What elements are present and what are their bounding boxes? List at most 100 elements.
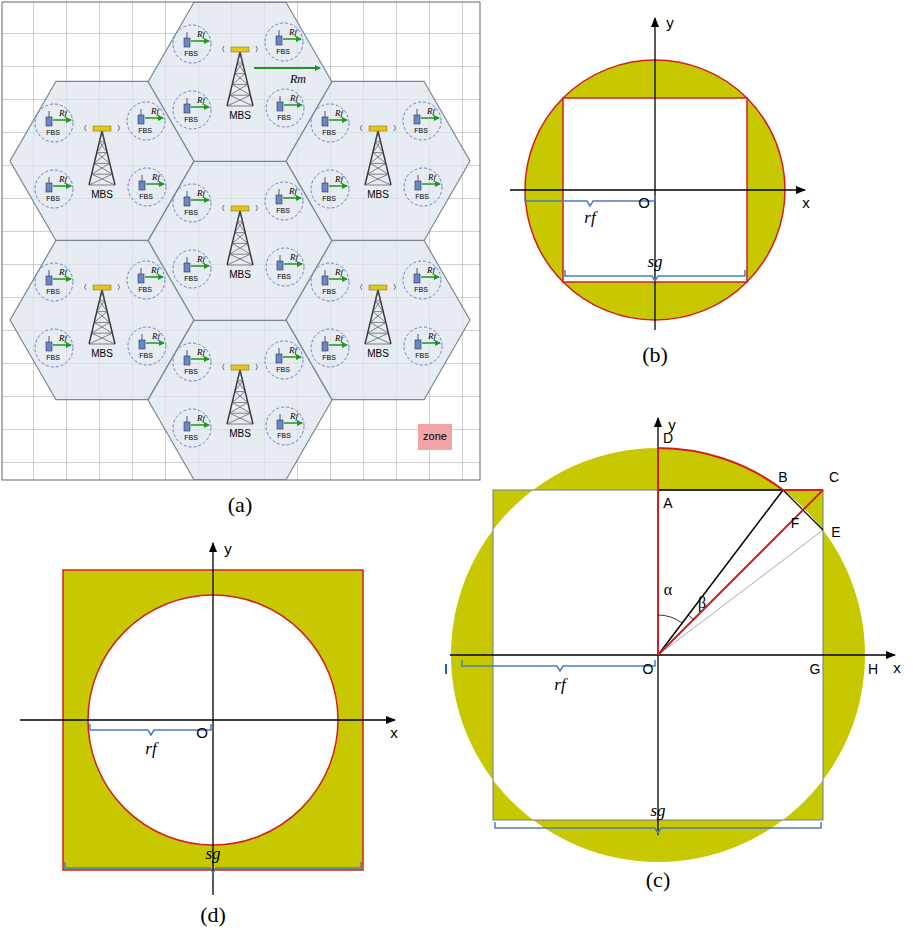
icon-stroke bbox=[232, 243, 250, 254]
axis-label: sg bbox=[647, 253, 662, 270]
icon-stroke bbox=[97, 152, 107, 153]
icon-stroke bbox=[187, 32, 188, 38]
icon-stroke bbox=[373, 311, 383, 312]
icon-stroke bbox=[102, 131, 115, 185]
fbs-icon bbox=[127, 261, 165, 299]
fbs-icon bbox=[265, 182, 303, 220]
icon-stroke bbox=[146, 342, 164, 344]
icon-stroke bbox=[227, 424, 253, 425]
station-label: FBS bbox=[322, 288, 336, 295]
icon-stroke bbox=[266, 89, 304, 127]
icon-stroke bbox=[230, 254, 253, 265]
panel-a-background bbox=[2, 2, 480, 480]
icon-stroke bbox=[128, 168, 166, 206]
fbs-icon bbox=[404, 327, 442, 365]
icon-stroke bbox=[365, 290, 378, 344]
mbs-tower bbox=[85, 125, 120, 185]
icon-stroke bbox=[373, 152, 383, 153]
icon-stroke bbox=[173, 409, 211, 447]
axis-label: Rf bbox=[335, 109, 343, 118]
station-label: FBS bbox=[139, 352, 153, 359]
axis-label: sg bbox=[650, 802, 665, 819]
station-label: FBS bbox=[46, 354, 60, 361]
icon-stroke bbox=[139, 340, 145, 349]
axis-label: Rf bbox=[335, 268, 343, 277]
icon-stroke bbox=[414, 274, 420, 283]
icon-stroke bbox=[266, 407, 304, 445]
icon-stroke bbox=[370, 322, 388, 333]
axis-label: Rf bbox=[197, 189, 205, 198]
axis-label: Rf bbox=[289, 346, 297, 355]
axis-label: C bbox=[829, 470, 839, 484]
icon-stroke bbox=[127, 102, 165, 140]
icon-stroke bbox=[265, 182, 303, 220]
station-label: FBS bbox=[184, 50, 198, 57]
station-label: MBS bbox=[229, 429, 251, 439]
icon-stroke bbox=[232, 84, 248, 85]
station-label: MBS bbox=[367, 349, 389, 359]
icon-stroke bbox=[373, 153, 386, 164]
fbs-icon bbox=[173, 250, 211, 288]
icon-stroke bbox=[311, 263, 349, 301]
icon-stroke bbox=[191, 424, 209, 426]
axis-label: Rm bbox=[290, 73, 306, 85]
panel-label: (d) bbox=[200, 904, 226, 926]
panel-label: (c) bbox=[646, 869, 670, 891]
icon-stroke bbox=[46, 342, 52, 351]
axis-label: Rf bbox=[197, 414, 205, 423]
icon-stroke bbox=[311, 170, 349, 208]
icon-stroke bbox=[279, 189, 280, 195]
icon-stroke bbox=[53, 185, 71, 187]
icon-stroke bbox=[235, 63, 243, 74]
icon-stroke bbox=[237, 52, 240, 63]
icon-stroke bbox=[325, 177, 326, 183]
fbs-icon bbox=[173, 91, 211, 129]
station-label: FBS bbox=[276, 207, 290, 214]
axis-label: Rf bbox=[59, 334, 67, 343]
axis-label: x bbox=[802, 195, 810, 210]
icon-stroke bbox=[361, 284, 396, 290]
station-label: FBS bbox=[46, 195, 60, 202]
axis-label: Rf bbox=[290, 253, 298, 262]
axis-label: rf bbox=[584, 209, 595, 226]
icon-stroke bbox=[94, 153, 107, 164]
icon-stroke bbox=[368, 163, 386, 174]
fbs-icon bbox=[311, 329, 349, 367]
icon-stroke bbox=[361, 125, 396, 131]
icon-stroke bbox=[127, 261, 165, 299]
icon-stroke bbox=[325, 270, 326, 276]
icon-stroke bbox=[99, 131, 102, 142]
fbs-icon bbox=[311, 104, 349, 142]
axis-label: H bbox=[868, 662, 878, 676]
icon-stroke bbox=[417, 268, 418, 274]
icon-stroke bbox=[415, 340, 421, 349]
axis-label: Rf bbox=[290, 94, 298, 103]
mbs-tower bbox=[223, 46, 258, 106]
station-label: FBS bbox=[138, 286, 152, 293]
icon-stroke bbox=[280, 414, 281, 420]
icon-stroke bbox=[230, 95, 253, 106]
icon-stroke bbox=[227, 95, 250, 106]
icon-stroke bbox=[373, 312, 386, 323]
icon-stroke bbox=[235, 74, 248, 85]
icon-stroke bbox=[325, 336, 326, 342]
icon-stroke bbox=[187, 98, 188, 104]
station-label: FBS bbox=[322, 354, 336, 361]
icon-stroke bbox=[235, 392, 248, 403]
icon-stroke bbox=[365, 131, 378, 185]
icon-stroke bbox=[414, 115, 420, 124]
icon-stroke bbox=[277, 102, 283, 111]
axis-label: rf bbox=[145, 740, 156, 757]
icon-stroke bbox=[237, 221, 242, 222]
icon-stroke bbox=[422, 342, 440, 344]
icon-stroke bbox=[35, 329, 73, 367]
fbs-icon bbox=[127, 102, 165, 140]
icon-stroke bbox=[227, 211, 240, 265]
icon-stroke bbox=[93, 126, 111, 131]
axis-label: O bbox=[196, 725, 208, 740]
icon-stroke bbox=[128, 327, 166, 365]
icon-stroke bbox=[53, 278, 71, 280]
icon-stroke bbox=[235, 232, 245, 233]
axis-label: x bbox=[390, 725, 398, 740]
icon-stroke bbox=[403, 261, 441, 299]
